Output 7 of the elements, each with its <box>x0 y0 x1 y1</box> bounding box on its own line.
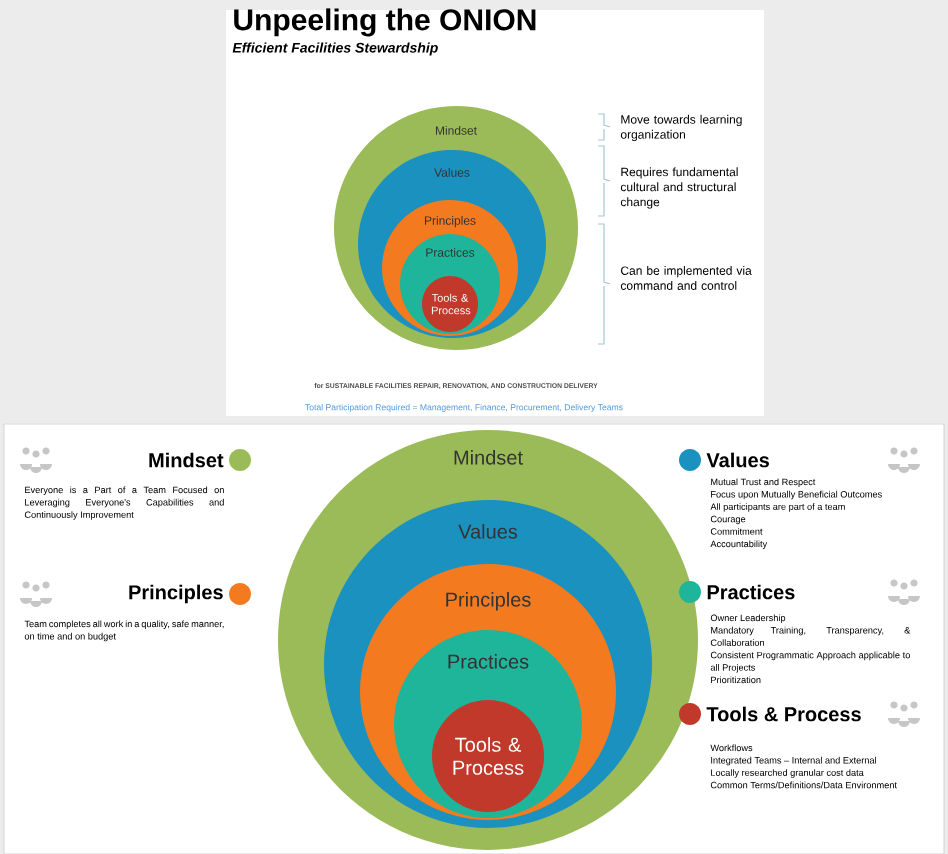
section-heading: Tools & Process <box>706 706 861 722</box>
section-heading: Principles <box>129 584 223 604</box>
title: Unpeeling the ONION <box>234 8 536 37</box>
section-heading: Values <box>706 452 769 468</box>
section-heading: Mindset <box>149 452 224 468</box>
section-heading: Practices <box>707 584 795 600</box>
onion-ring: Tools & Process <box>432 700 544 812</box>
